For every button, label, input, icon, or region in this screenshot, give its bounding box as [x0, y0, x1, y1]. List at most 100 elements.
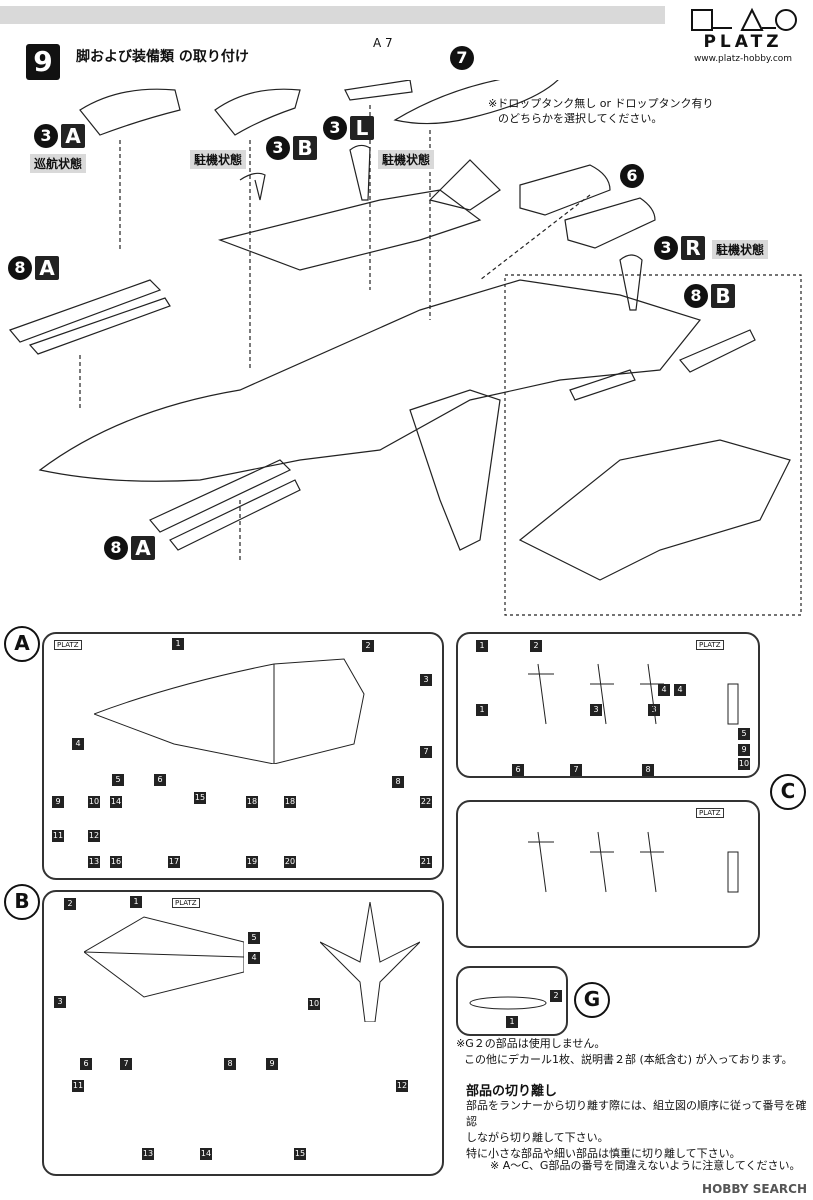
runner-a-part: 3 [420, 674, 432, 686]
runner-b-part: 12 [396, 1080, 408, 1092]
runner-b-frame: PLATZ 1 2 3 4 5 6 7 8 9 10 11 12 13 14 1… [42, 890, 444, 1176]
runner-b-label: B [4, 884, 40, 920]
runner-a-label: A [4, 626, 40, 662]
callout-3a-state: 巡航状態 [30, 154, 87, 173]
runner-g-frame: 1 2 [456, 966, 568, 1036]
callout-a7: A 7 [373, 36, 393, 50]
runner-a-part: 14 [110, 796, 122, 808]
runner-b-part: 6 [80, 1058, 92, 1070]
callout-3r-state: 駐機状態 [712, 240, 769, 259]
runner-a-part: 6 [154, 774, 166, 786]
runner-b-logo: PLATZ [172, 898, 200, 908]
g2-note: ※G２の部品は使用しません。 この他にデカール1枚、説明書２部 (本紙含む) が… [456, 1037, 793, 1066]
runner-b-part: 7 [120, 1058, 132, 1070]
runner-b-part: 15 [294, 1148, 306, 1160]
runner-a-part: 10 [88, 796, 100, 808]
runner-b-part: 14 [200, 1148, 212, 1160]
inset-missile-8b [679, 329, 756, 373]
runner-c-part: 9 [738, 744, 750, 756]
brand-url: www.platz-hobby.com [693, 54, 793, 64]
runner-a-part: 13 [88, 856, 100, 868]
runner-g-part: 1 [506, 1016, 518, 1028]
canopy-part-3a [79, 88, 181, 136]
runner-b-part: 4 [248, 952, 260, 964]
canopy-part-3b [214, 88, 301, 136]
runner-a-part: 19 [246, 856, 258, 868]
runner-b-part: 13 [142, 1148, 154, 1160]
runner-b-part: 3 [54, 996, 66, 1008]
runner-c-frame-2: PLATZ [456, 800, 760, 948]
runner-a-part: 18 [246, 796, 258, 808]
intake-part-6b [564, 197, 656, 249]
runner-c2-parts-art [528, 831, 739, 893]
runner-a-part: 7 [420, 746, 432, 758]
gear-3l [349, 144, 371, 201]
callout-3b-state: 駐機状態 [190, 150, 247, 169]
drop-tank-7 [393, 80, 559, 125]
callout-part-6: 6 [620, 164, 644, 188]
runner-g-label: G [574, 982, 610, 1018]
brand-name: PLATZ [703, 32, 783, 52]
fuselage-outline [38, 279, 702, 482]
runner-a-part: 12 [88, 830, 100, 842]
step-title: 脚および装備類 の取り付け [76, 49, 249, 65]
runner-b-part: 2 [64, 898, 76, 910]
runner-a-part: 15 [194, 792, 206, 804]
missile-rack-8a-bottom [149, 459, 292, 533]
drop-tank-note: ※ドロップタンク無し or ドロップタンク有り のどちらかを選択してください。 [488, 97, 714, 125]
runner-g-tank-part [469, 996, 547, 1010]
runner-b-part: 5 [248, 932, 260, 944]
runner-g-part: 2 [550, 990, 562, 1002]
final-note: ※ A～C、G部品の番号を間違えないように注意してください。 [490, 1159, 801, 1172]
runner-a-part: 1 [172, 638, 184, 650]
assembly-diagram [8, 80, 802, 616]
runner-c-label: C [770, 774, 806, 810]
runner-a-part: 21 [420, 856, 432, 868]
runner-c-part: 2 [530, 640, 542, 652]
runner-a-part: 22 [420, 796, 432, 808]
runner-c-part: 6 [512, 764, 524, 776]
watermark: HOBBY SEARCH [702, 1182, 807, 1196]
inset-frame [504, 274, 802, 616]
runner-b-part: 10 [308, 998, 320, 1010]
runner-a-part: 9 [52, 796, 64, 808]
runner-c-part: 4 [674, 684, 686, 696]
cut-instructions: 部品をランナーから切り離す際には、組立図の順序に従って番号を確認 しながら切り離… [466, 1099, 807, 1160]
runner-a-part: 16 [110, 856, 122, 868]
gear-3b [239, 172, 266, 201]
runner-c-part: 7 [570, 764, 582, 776]
callout-part-7: 7 [450, 46, 474, 70]
gear-3r [619, 254, 643, 311]
runner-a-logo: PLATZ [54, 640, 82, 650]
header-bar [0, 6, 665, 24]
inset-fuselage [518, 439, 791, 581]
callout-3l-state: 駐機状態 [378, 150, 435, 169]
wing-upper [217, 189, 482, 271]
tail-lower [409, 389, 501, 551]
runner-c-part: 8 [642, 764, 654, 776]
cut-heading: 部品の切り離し [466, 1084, 558, 1099]
runner-c-part: 4 [658, 684, 670, 696]
runner-b-body-part [84, 916, 244, 998]
vertical-tail [428, 159, 501, 211]
runner-c-part: 5 [738, 728, 750, 740]
intake-part-6a [519, 164, 611, 216]
runner-c-part: 1 [476, 704, 488, 716]
runner-c-logo: PLATZ [696, 640, 724, 650]
step-number: 9 [26, 44, 60, 80]
part-a7 [344, 80, 413, 101]
runner-b-part: 8 [224, 1058, 236, 1070]
runner-a-part: 11 [52, 830, 64, 842]
runner-c-logo: PLATZ [696, 808, 724, 818]
runner-b-wing-part [320, 902, 420, 1022]
runner-b-part: 1 [130, 896, 142, 908]
runner-c-part: 10 [738, 758, 750, 770]
platz-logo-icon [691, 7, 797, 31]
runner-a-part: 4 [72, 738, 84, 750]
runner-c-frame-1: PLATZ 1 1 2 3 3 4 4 5 6 7 8 9 10 [456, 632, 760, 778]
